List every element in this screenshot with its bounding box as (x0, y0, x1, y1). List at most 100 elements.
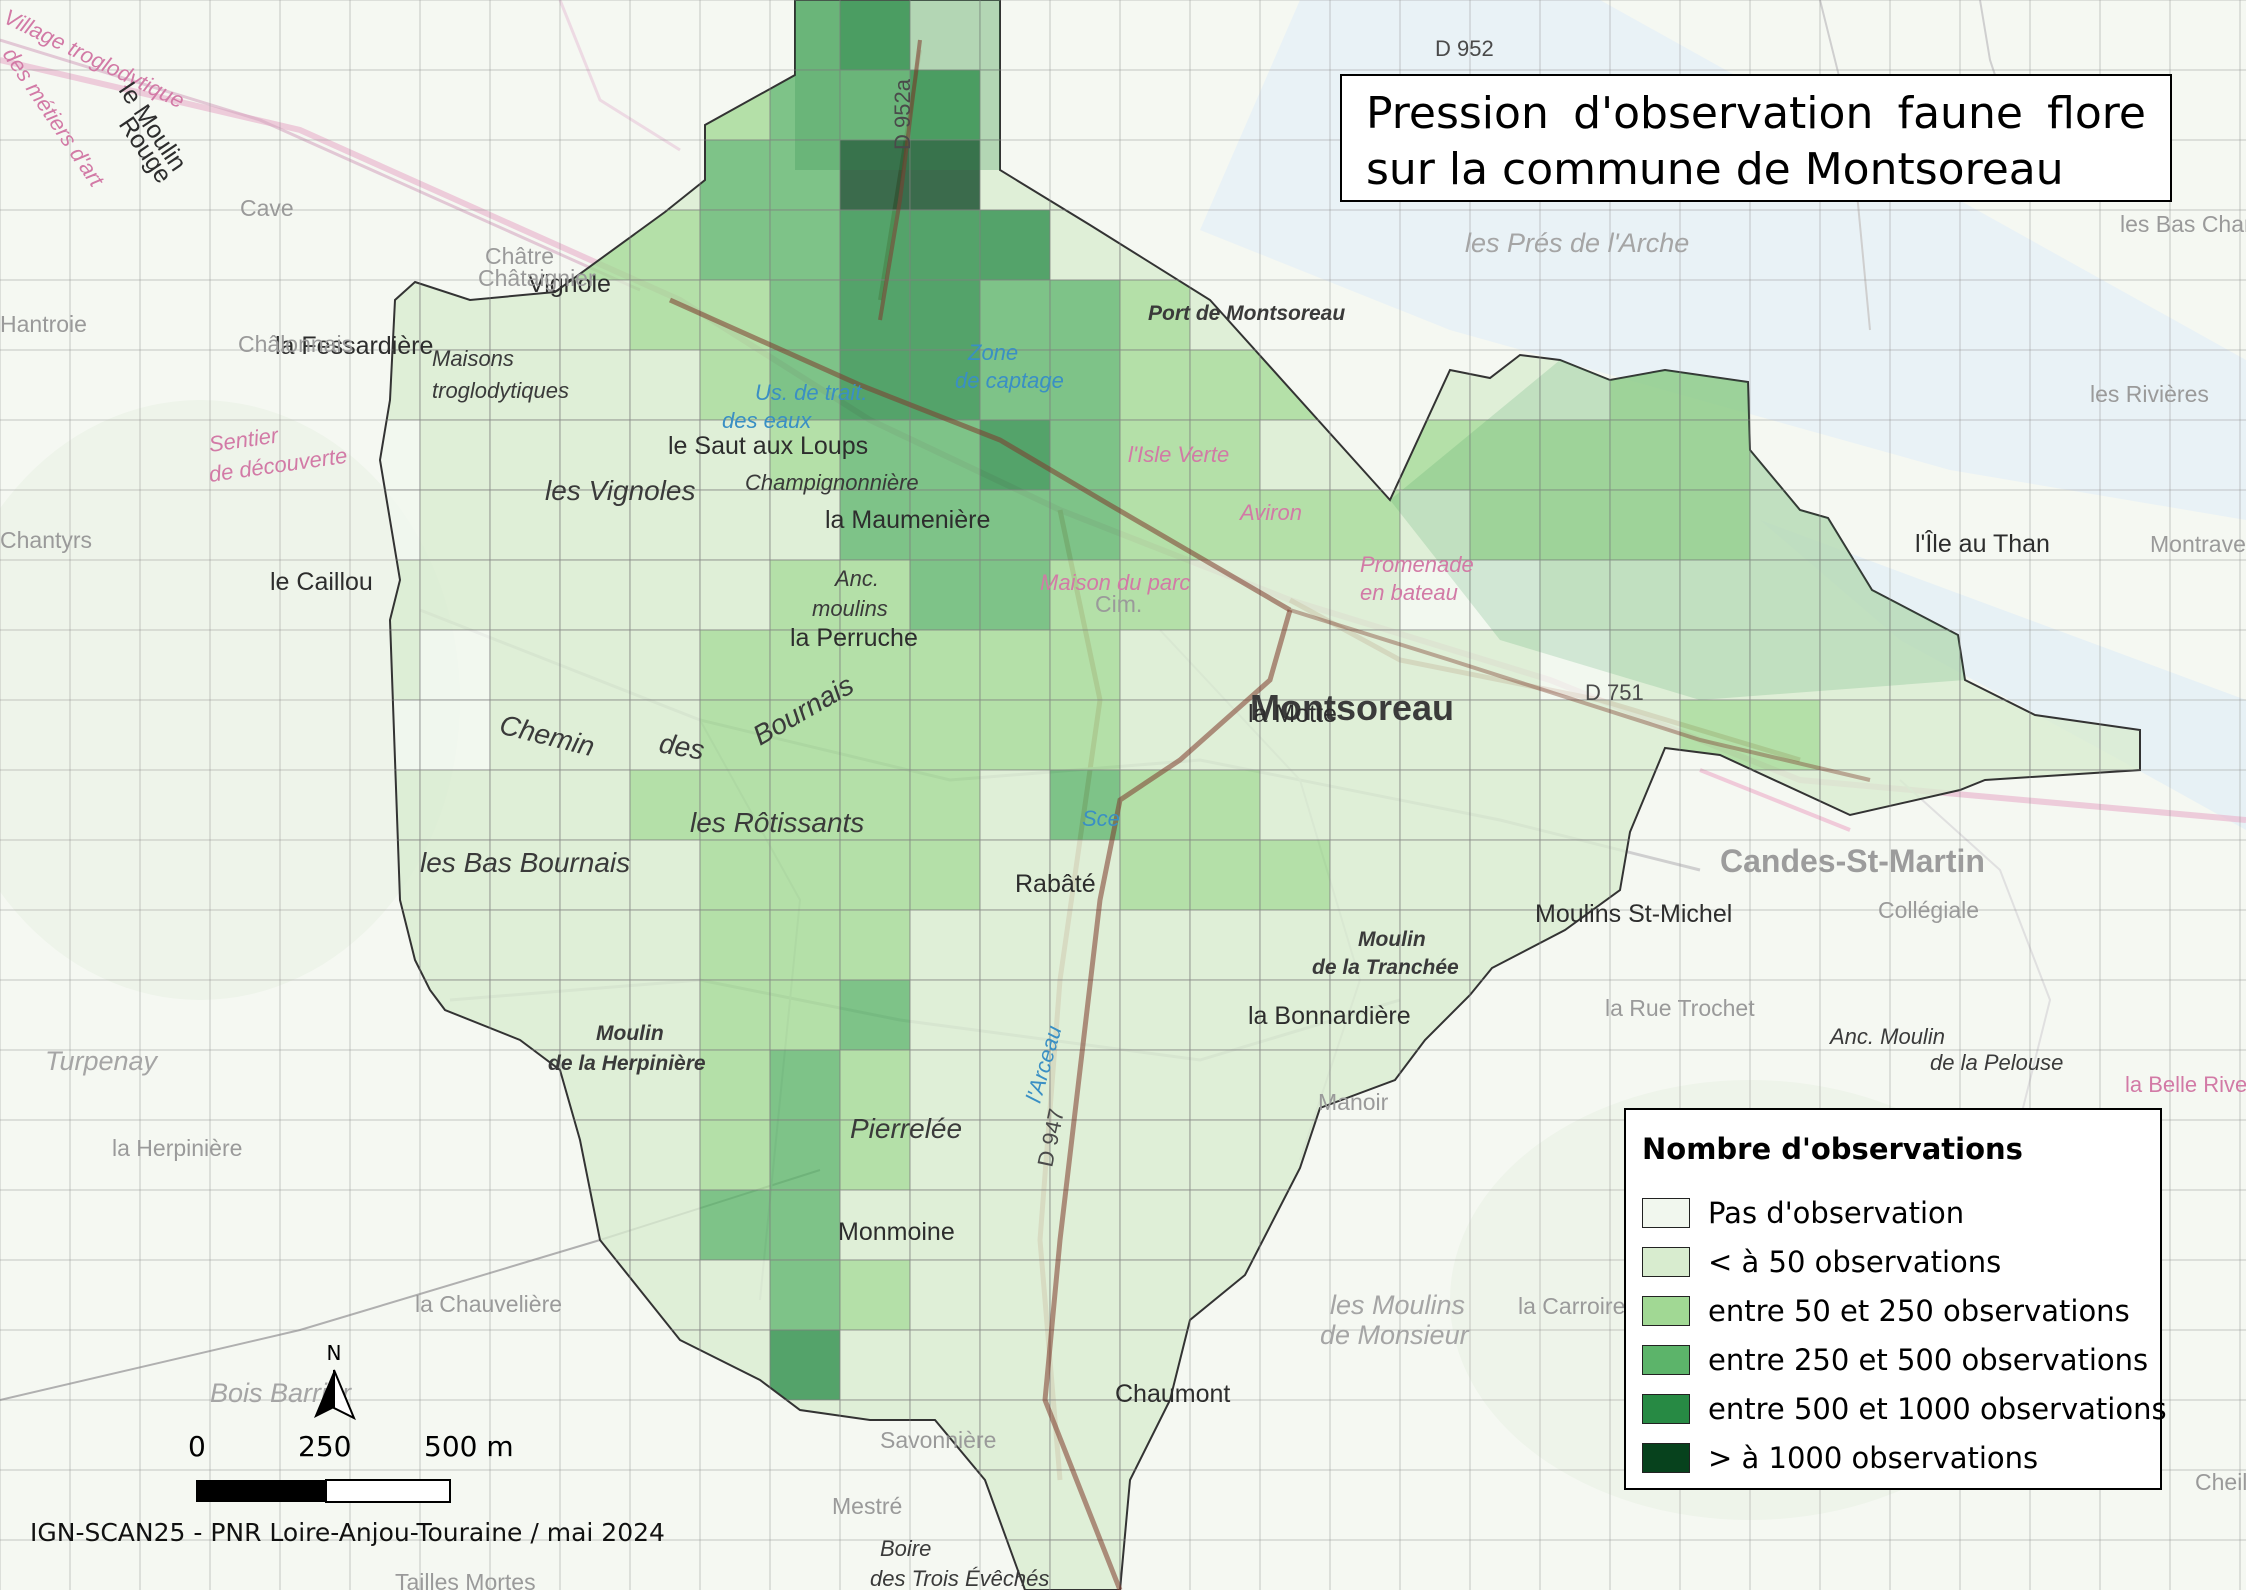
grid-cell (909, 909, 981, 981)
basemap-label: Châlonnais (238, 331, 353, 357)
legend-swatch (1642, 1344, 1690, 1375)
grid-cell (1469, 489, 1541, 561)
map-title-line-2: sur la commune de Montsoreau (1366, 144, 2064, 195)
road-d751 (668, 297, 1292, 613)
basemap-label: les Moulins (1330, 1290, 1465, 1320)
grid-cell (839, 1049, 911, 1121)
basemap-label: Mestré (832, 1493, 902, 1519)
map-title-line-1: Pression d'observation faune flore (1366, 88, 2146, 139)
grid-cell (419, 839, 491, 911)
grid-cell (1679, 489, 1751, 561)
grid-cell (909, 1049, 981, 1121)
grid-cell (1049, 699, 1121, 771)
grid-cell (1329, 489, 1401, 561)
grid-cell (1749, 559, 1821, 631)
grid-cell (839, 1119, 911, 1191)
grid-cell (1189, 489, 1261, 561)
grid-cell (419, 909, 491, 981)
grid-cell (559, 489, 631, 561)
grid-cell (1469, 839, 1541, 911)
adjacent-commune-strip (1390, 360, 1965, 700)
basemap-label: Chantyrs (0, 527, 92, 553)
grid-cell (699, 1049, 771, 1121)
grid-cell (1119, 279, 1191, 351)
grid-cell (769, 1189, 841, 1261)
grid-cell (629, 279, 701, 351)
basemap-label: Montsoreau (1250, 687, 1454, 728)
grid-cell (909, 699, 981, 771)
grid-cell (1819, 699, 1891, 771)
basemap-label: la Rue Trochet (1605, 995, 1755, 1021)
grid-cell (629, 1049, 701, 1121)
grid-cell (1399, 629, 1471, 701)
grid-cell (419, 559, 491, 631)
basemap-label: Anc. (833, 566, 879, 591)
grid-cell (1259, 979, 1331, 1051)
legend-title: Nombre d'observations (1642, 1132, 2023, 1166)
grid-cell (1259, 419, 1331, 491)
basemap-label: Moulins St-Michel (1535, 900, 1732, 928)
grid-cell (559, 979, 631, 1051)
basemap-label: Zone (967, 340, 1018, 365)
grid-cell (629, 419, 701, 491)
grid-cell (839, 559, 911, 631)
grid-cell (1679, 629, 1751, 701)
grid-cell (909, 769, 981, 841)
basemap-label: Rabâté (1015, 870, 1096, 898)
grid-cell (979, 209, 1051, 281)
grid-cell (839, 909, 911, 981)
grid-cell (909, 1329, 981, 1401)
grid-cell (1469, 559, 1541, 631)
grid-cell (1119, 839, 1191, 911)
grid-cell (1119, 1259, 1191, 1331)
basemap-label: de captage (955, 368, 1064, 393)
basemap-label: Turpenay (45, 1046, 159, 1076)
grid-cell (699, 839, 771, 911)
grid-cell (1609, 419, 1681, 491)
grid-cell (489, 769, 561, 841)
grid-cell (559, 769, 631, 841)
grid-cell (909, 1259, 981, 1331)
grid-cell (1119, 769, 1191, 841)
basemap-label: Aviron (1238, 500, 1302, 525)
scale-bar (196, 1479, 451, 1503)
grid-cell (979, 1189, 1051, 1261)
basemap-label: les Bas Bournais (420, 847, 630, 878)
basemap-label: Montravers (2150, 531, 2246, 557)
grid-cell (979, 419, 1051, 491)
grid-cell (419, 629, 491, 701)
legend-label: < à 50 observations (1708, 1244, 2002, 1279)
grid-cell (559, 279, 631, 351)
grid-cell (699, 1119, 771, 1191)
scale-label-250: 250 (298, 1430, 352, 1463)
north-arrow-left-half (314, 1370, 334, 1418)
grid-cell (699, 559, 771, 631)
grid-cell (699, 909, 771, 981)
basemap-label: la Perruche (790, 624, 918, 652)
grid-cell (419, 699, 491, 771)
road-d952a (878, 39, 922, 321)
basemap-label: les Vignoles (545, 475, 695, 506)
basemap-label: la Carroire (1518, 1293, 1625, 1319)
grid-cell (769, 489, 841, 561)
map-credit: IGN-SCAN25 - PNR Loire-Anjou-Touraine / … (30, 1518, 665, 1547)
grid-cell (1679, 559, 1751, 631)
basemap-label: les Rivières (2090, 381, 2209, 407)
basemap-label: la Belle Rive (2125, 1072, 2246, 1097)
grid-cell (769, 1329, 841, 1401)
grid-cell (839, 839, 911, 911)
basemap-label: Hantroie (0, 311, 87, 337)
grid-cell (559, 349, 631, 421)
scale-segment-dark (196, 1480, 326, 1502)
grid-cell (1189, 699, 1261, 771)
grid-cell (1469, 629, 1541, 701)
grid-cell (769, 1259, 841, 1331)
grid-cell (839, 279, 911, 351)
grid-cell (839, 629, 911, 701)
grid-cell (629, 629, 701, 701)
grid-cell (419, 419, 491, 491)
grid-cell (699, 349, 771, 421)
basemap-label: des eaux (722, 408, 812, 433)
legend-label: > à 1000 observations (1708, 1440, 2039, 1475)
